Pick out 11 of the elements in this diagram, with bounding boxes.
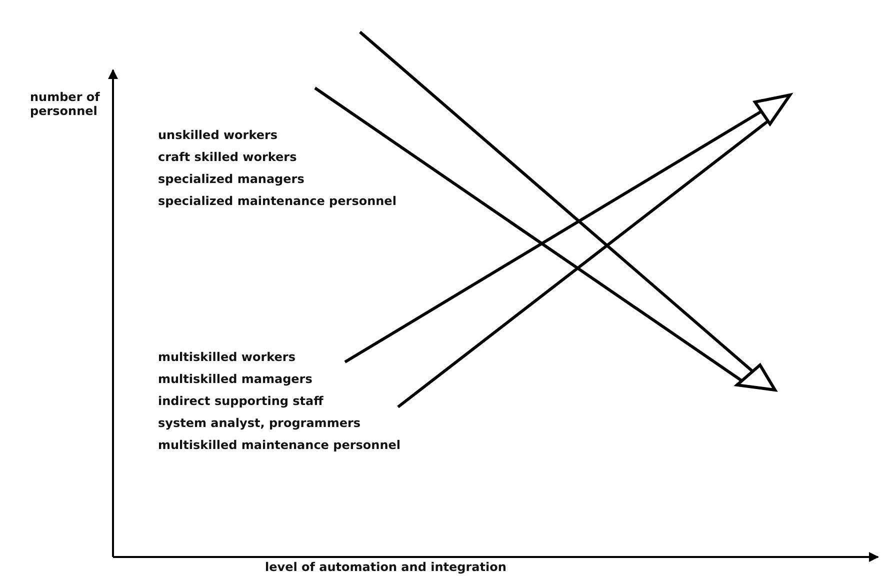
list-item: multiskilled maintenance personnel — [158, 438, 400, 452]
axis-title: number of personnel — [30, 90, 101, 118]
list-item: indirect supporting staff — [158, 394, 324, 408]
list-item: specialized managers — [158, 172, 304, 186]
list-item: specialized maintenance personnel — [158, 194, 396, 208]
list-item: multiskilled mamagers — [158, 372, 312, 386]
list-item: multiskilled workers — [158, 350, 296, 364]
list-item: system analyst, programmers — [158, 416, 361, 430]
list-item: craft skilled workers — [158, 150, 297, 164]
axis-title: level of automation and integration — [265, 560, 506, 574]
list-item: unskilled workers — [158, 128, 278, 142]
